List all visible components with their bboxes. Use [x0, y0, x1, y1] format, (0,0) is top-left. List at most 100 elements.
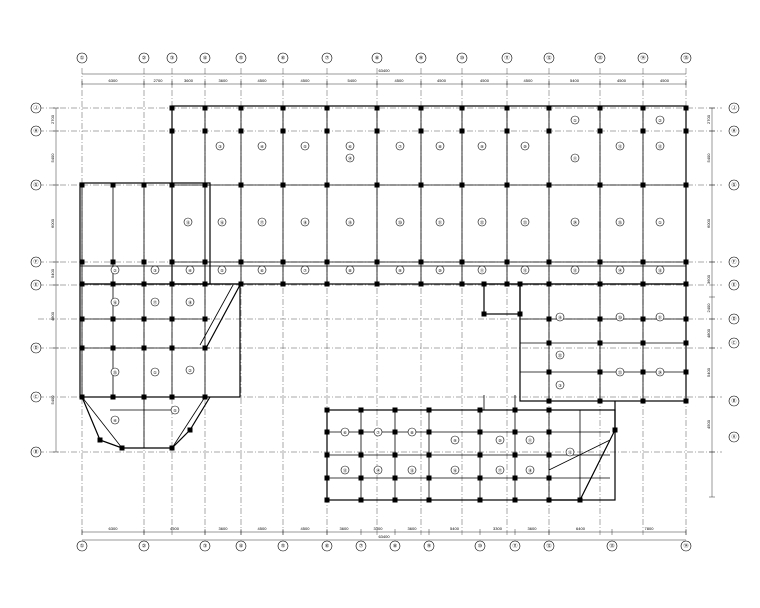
column	[481, 311, 487, 317]
slab-marker-circle	[655, 115, 665, 125]
bottom-axis-bubble-label: ⑤	[281, 544, 286, 550]
column	[110, 182, 116, 188]
slab-marker-label: ⑮	[186, 219, 190, 225]
top-axis-bubble-label: ⑥	[281, 56, 286, 62]
slab-marker: ⑱	[300, 217, 310, 227]
right-dimension-label: 6000	[706, 218, 711, 228]
slab-marker-circle	[655, 265, 665, 275]
column	[280, 128, 286, 134]
top-dimension-label: 2700	[154, 78, 164, 83]
top-axis-bubble: ⑧	[371, 52, 383, 64]
right-axis-bubble: Ⓒ	[728, 337, 740, 349]
column	[504, 105, 510, 111]
top-axis-bubble-label: ③	[170, 56, 175, 62]
bottom-dimension-label: 6400	[576, 526, 586, 531]
slab-marker-label: ⑨	[398, 268, 402, 273]
slab-marker: ⑥	[257, 265, 267, 275]
left-wing-lower	[79, 283, 241, 398]
slab-marker: ⑦	[373, 427, 383, 437]
top-axis-bubble-label: ⑫	[546, 55, 551, 62]
column	[238, 281, 244, 287]
bottom-axis-bubble-circle	[277, 540, 289, 552]
column	[324, 281, 330, 287]
column	[640, 369, 646, 375]
slab-marker-label: ⑨	[453, 438, 457, 443]
slab-marker-circle	[217, 265, 227, 275]
bottom-axis-bubble-circle	[543, 540, 555, 552]
slab-marker-circle	[345, 141, 355, 151]
column	[546, 128, 552, 134]
slab-marker-circle	[150, 367, 160, 377]
slab-marker-circle	[300, 217, 310, 227]
right-axis-bubble-label: Ⓐ	[731, 434, 736, 441]
slab-marker: ⑩	[495, 435, 505, 445]
column	[324, 429, 330, 435]
top-axis-bubble: ⑤	[235, 52, 247, 64]
slab-marker-label: ⑩	[523, 144, 527, 149]
column	[324, 182, 330, 188]
column	[358, 497, 364, 503]
top-dimension-label: 5400	[348, 78, 358, 83]
slab-marker: ①	[150, 367, 160, 377]
column	[597, 128, 603, 134]
slab-marker: ⑭	[345, 153, 355, 163]
column	[577, 497, 583, 503]
right-axis-bubble-label: Ⓙ	[731, 105, 736, 112]
column	[459, 281, 465, 287]
slab-marker-circle	[110, 265, 120, 275]
slab-marker-circle	[570, 265, 580, 275]
top-axis-bubble-circle	[415, 52, 427, 64]
left-axis-bubble-circle	[30, 391, 42, 403]
column	[546, 281, 552, 287]
slab-marker: ⑧	[435, 141, 445, 151]
slab-marker-circle	[185, 297, 195, 307]
slab-marker: ㉒	[477, 217, 487, 227]
slab-marker-label: ⑱	[303, 219, 307, 225]
slab-marker: ⑭	[615, 265, 625, 275]
column	[477, 497, 483, 503]
slab-marker: ㉒	[555, 350, 565, 360]
right-axis-bubble-circle	[728, 337, 740, 349]
left-axis-bubble-circle	[30, 102, 42, 114]
slab-marker: ⑳	[615, 312, 625, 322]
column	[374, 128, 380, 134]
right-axis-bubble-label: Ⓔ	[731, 282, 736, 289]
bottom-axis-bubble-label: ⑨	[427, 544, 432, 550]
slab-marker-label: ⑧	[348, 268, 352, 273]
top-axis-bubble-label: ①	[80, 56, 85, 62]
slab-marker-circle	[185, 265, 195, 275]
slab-marker-label: ⑮	[658, 267, 662, 273]
column	[202, 394, 208, 400]
slab-marker-circle	[215, 141, 225, 151]
slab-marker-label: ⑳	[618, 314, 622, 320]
slab-marker: ⑩	[520, 141, 530, 151]
top-axis-bubble-label: ④	[203, 56, 208, 62]
slab-marker-label: ㉑	[658, 314, 662, 320]
slab-marker-circle	[655, 141, 665, 151]
left-axis-bubble-circle	[30, 279, 42, 291]
column	[392, 407, 398, 413]
slab-marker: ②	[110, 265, 120, 275]
slab-marker: ⑭	[373, 465, 383, 475]
left-axis-bubble-label: Ⓒ	[33, 394, 38, 401]
slab-marker-label: ⑥	[348, 144, 352, 149]
slab-marker: ⑰	[150, 297, 160, 307]
slab-marker-label: ⑧	[410, 430, 414, 435]
top-dimension-label: 4500	[395, 78, 405, 83]
top-dimension-label: 3600	[219, 78, 229, 83]
right-axis-bubble-label: Ⓑ	[731, 398, 736, 405]
slab-marker-label: ⑰	[260, 219, 264, 225]
axis-grid-lines	[38, 68, 722, 535]
slab-marker: ⑥	[345, 141, 355, 151]
column	[119, 445, 125, 451]
bottom-dimension-label: 3600	[408, 526, 418, 531]
right-axis-bubble: Ⓖ	[728, 179, 740, 191]
column	[374, 105, 380, 111]
slab-marker-label: ⑯	[453, 467, 457, 473]
slab-marker-label: ⑬	[343, 467, 347, 473]
column	[597, 105, 603, 111]
slab-marker: ⑯	[110, 297, 120, 307]
slab-marker-circle	[655, 367, 665, 377]
slab-marker: ⑬	[570, 265, 580, 275]
